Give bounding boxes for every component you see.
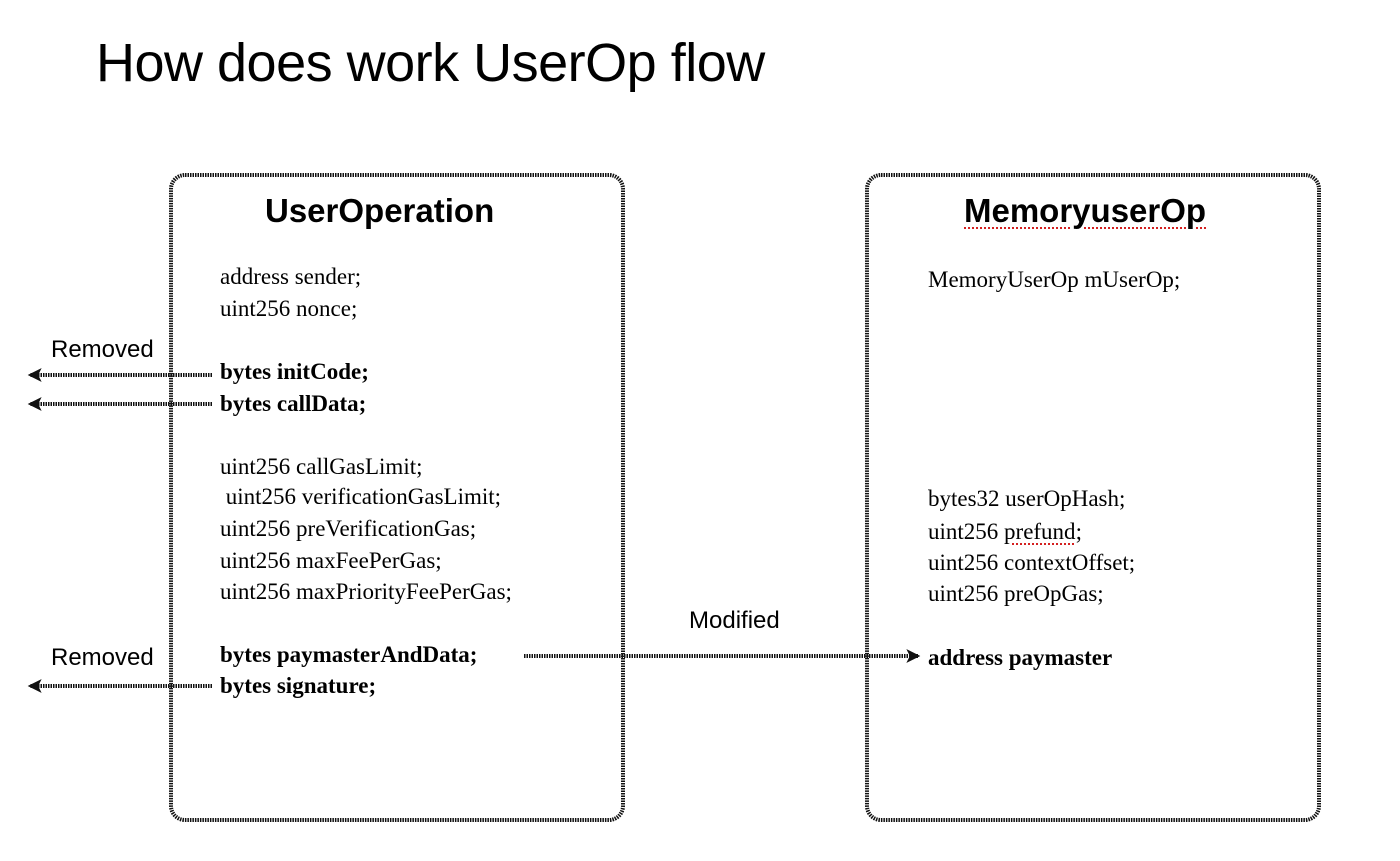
field-signature: bytes signature; [220,673,377,698]
modified-label: Modified [689,607,780,634]
field-verificationgaslimit: uint256 verificationGasLimit; [220,484,502,509]
field-useropHash: bytes32 userOpHash; [928,486,1126,511]
field-muserop: MemoryUserOp mUserOp; [928,267,1181,292]
field-calldata: bytes callData; [220,391,367,416]
field-initcode: bytes initCode; [220,359,369,384]
removed-label-bottom: Removed [51,644,154,671]
field-preopgas: uint256 preOpGas; [928,581,1104,606]
field-nonce: uint256 nonce; [220,296,358,321]
field-sender: address sender; [220,264,362,289]
field-address-paymaster: address paymaster [928,645,1113,670]
user-operation-title: UserOperation [265,192,495,229]
page-title: How does work UserOp flow [96,33,765,93]
field-preverificationgas: uint256 preVerificationGas; [220,516,477,541]
field-prefund-semicolon: ; [1075,519,1082,544]
field-prefund-type: uint256 [928,519,1005,544]
field-prefund: uint256 prefund; [928,518,1082,546]
field-maxfeepergas: uint256 maxFeePerGas; [220,548,442,573]
field-callgaslimit: uint256 callGasLimit; [220,454,423,479]
field-maxpriorityfeepergas: uint256 maxPriorityFeePerGas; [220,579,512,604]
memory-user-op-title: MemoryuserOp [964,192,1207,229]
field-paymasteranddata: bytes paymasterAndData; [220,642,478,667]
field-prefund-name: prefund [1004,519,1076,544]
removed-label-top: Removed [51,336,154,363]
field-contextoffset: uint256 contextOffset; [928,550,1136,575]
